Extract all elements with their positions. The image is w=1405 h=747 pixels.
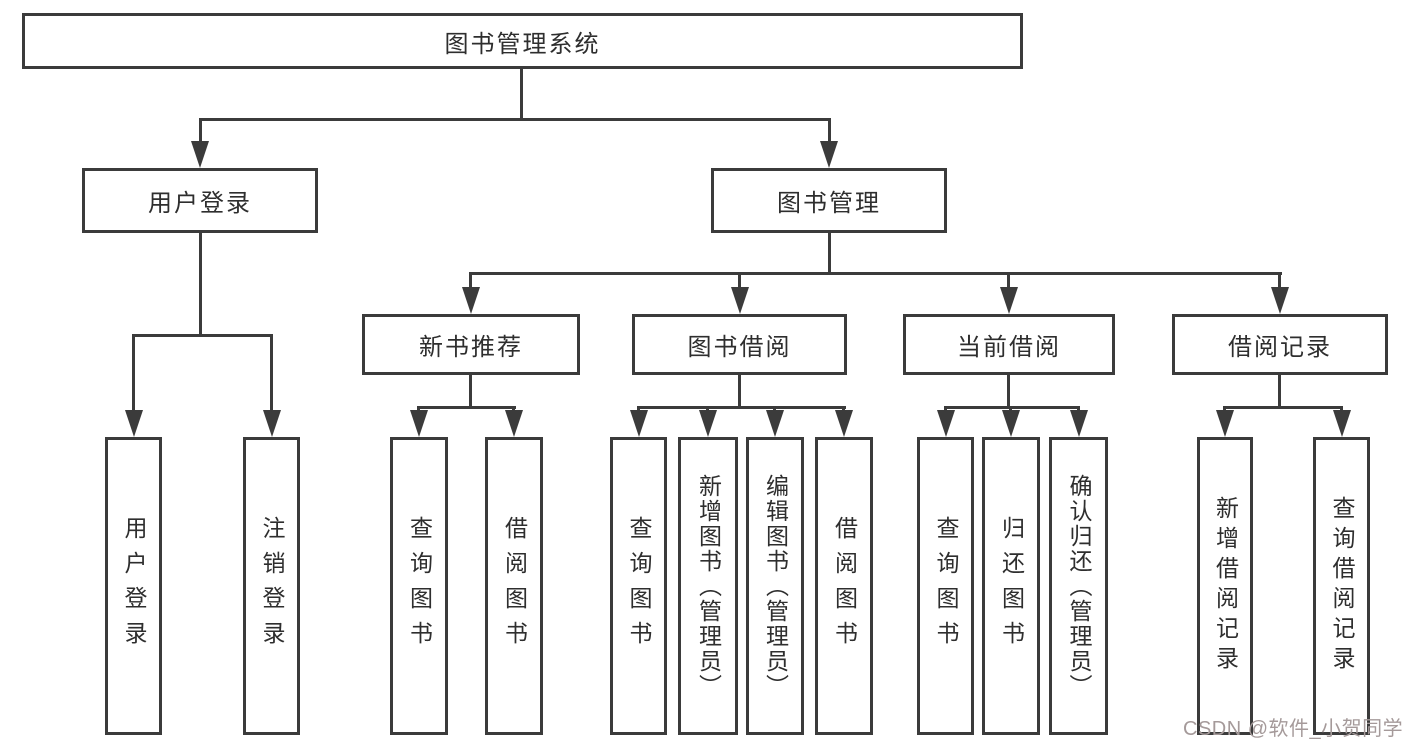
- leaf-label: 注销登录: [259, 516, 285, 656]
- arrow-down-icon: [1000, 287, 1018, 314]
- arrow-down-icon: [125, 410, 143, 437]
- arrow-down-icon: [1333, 410, 1351, 437]
- arrow-down-icon: [937, 410, 955, 437]
- connector-line: [417, 406, 420, 413]
- connector-line: [637, 406, 640, 413]
- arrow-down-icon: [820, 141, 838, 168]
- leaf-label: 借阅图书: [501, 516, 528, 656]
- leaf-label: 编辑图书（管理员）: [762, 473, 789, 699]
- leaf-label: 查询图书: [626, 516, 652, 656]
- leaf-label: 查询图书: [933, 516, 959, 656]
- arrow-down-icon: [1216, 410, 1234, 437]
- leaf-user-login: 用户登录: [105, 437, 162, 735]
- node-book-management: 图书管理: [711, 168, 947, 233]
- leaf-query-book-borrowing: 查询图书: [610, 437, 667, 735]
- connector-line: [1278, 272, 1281, 290]
- leaf-query-book-current: 查询图书: [917, 437, 974, 735]
- leaf-query-book-recommend: 查询图书: [390, 437, 448, 735]
- connector-line: [773, 406, 776, 413]
- connector-line: [637, 406, 846, 409]
- leaf-borrow-book: 借阅图书: [815, 437, 873, 735]
- arrow-down-icon: [462, 287, 480, 314]
- arrow-down-icon: [731, 287, 749, 314]
- connector-line: [132, 334, 135, 412]
- connector-line: [199, 118, 202, 144]
- connector-line: [199, 118, 831, 121]
- connector-line: [1007, 375, 1010, 408]
- leaf-confirm-return-admin: 确认归还（管理员）: [1049, 437, 1108, 735]
- arrow-down-icon: [410, 410, 428, 437]
- connector-line: [738, 272, 741, 290]
- arrow-down-icon: [1070, 410, 1088, 437]
- leaf-label: 用户登录: [121, 516, 147, 656]
- arrow-down-icon: [263, 410, 281, 437]
- leaf-edit-book-admin: 编辑图书（管理员）: [746, 437, 804, 735]
- connector-line: [1224, 406, 1343, 409]
- connector-line: [469, 272, 472, 290]
- leaf-logout: 注销登录: [243, 437, 300, 735]
- connector-line: [520, 69, 523, 120]
- leaf-label: 新增图书（管理员）: [695, 473, 722, 699]
- leaf-borrow-book-recommend: 借阅图书: [485, 437, 543, 735]
- leaf-label: 确认归还（管理员）: [1066, 473, 1092, 699]
- arrow-down-icon: [1271, 287, 1289, 314]
- arrow-down-icon: [505, 410, 523, 437]
- connector-line: [1340, 406, 1343, 413]
- connector-line: [199, 233, 202, 336]
- connector-line: [512, 406, 515, 413]
- node-book-management-system: 图书管理系统: [22, 13, 1023, 69]
- connector-line: [1009, 406, 1012, 413]
- arrow-down-icon: [191, 141, 209, 168]
- connector-line: [842, 406, 845, 413]
- leaf-label: 新增借阅记录: [1212, 496, 1239, 676]
- arrow-down-icon: [835, 410, 853, 437]
- leaf-label: 查询借阅记录: [1329, 496, 1355, 676]
- node-borrow-records: 借阅记录: [1172, 314, 1388, 375]
- connector-line: [1278, 375, 1281, 408]
- leaf-add-borrow-record: 新增借阅记录: [1197, 437, 1253, 735]
- csdn-watermark: CSDN @软件_小贺同学: [1183, 718, 1404, 740]
- connector-line: [828, 118, 831, 144]
- arrow-down-icon: [699, 410, 717, 437]
- connector-line: [828, 233, 831, 275]
- node-current-borrowing: 当前借阅: [903, 314, 1115, 375]
- connector-line: [132, 334, 273, 337]
- leaf-label: 借阅图书: [831, 516, 858, 656]
- connector-line: [270, 334, 273, 412]
- connector-line: [944, 406, 947, 413]
- leaf-label: 查询图书: [406, 516, 433, 656]
- connector-line: [469, 375, 472, 408]
- connector-line: [418, 406, 516, 409]
- connector-line: [706, 406, 709, 413]
- arrow-down-icon: [1002, 410, 1020, 437]
- leaf-label: 归还图书: [998, 516, 1025, 656]
- connector-line: [1223, 406, 1226, 413]
- leaf-query-borrow-record: 查询借阅记录: [1313, 437, 1370, 735]
- leaf-return-book: 归还图书: [982, 437, 1040, 735]
- arrow-down-icon: [630, 410, 648, 437]
- connector-line: [1007, 272, 1010, 290]
- node-new-book-recommend: 新书推荐: [362, 314, 580, 375]
- arrow-down-icon: [766, 410, 784, 437]
- node-user-login: 用户登录: [82, 168, 318, 233]
- connector-line: [944, 406, 1080, 409]
- connector-line: [738, 375, 741, 408]
- leaf-add-book-admin: 新增图书（管理员）: [678, 437, 738, 735]
- connector-line: [470, 272, 1282, 275]
- connector-line: [1077, 406, 1080, 413]
- node-book-borrowing: 图书借阅: [632, 314, 847, 375]
